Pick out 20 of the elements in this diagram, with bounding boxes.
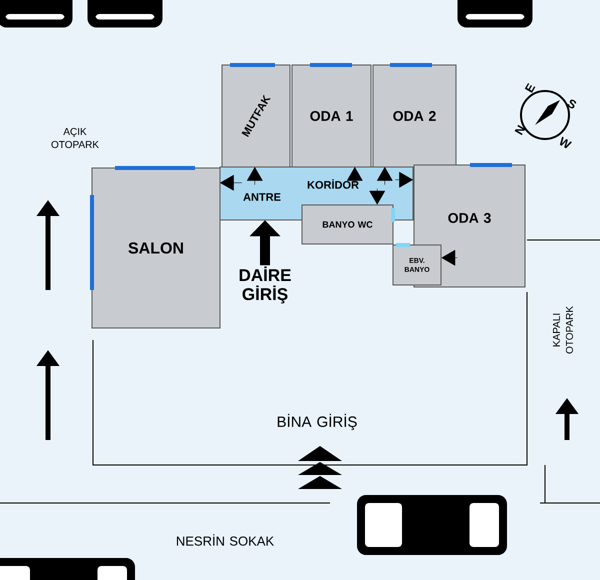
arrow: [394, 172, 413, 188]
place-label: AÇIK OTOPARK: [52, 128, 99, 148]
compass-letter: N: [514, 124, 526, 136]
arrow: [220, 174, 242, 191]
compass-letter: E: [524, 83, 536, 93]
arrow: [246, 167, 263, 186]
room-box: SALON: [92, 168, 220, 328]
entrance-label: DAİRE GİRİŞ: [240, 266, 291, 304]
place-label: NESRİN SOKAK: [176, 534, 274, 546]
compass-letter: W: [560, 136, 572, 148]
arrow: [376, 167, 393, 186]
arrow: [369, 188, 386, 205]
arrow: [346, 167, 363, 186]
room-box: ODA 1: [292, 64, 372, 168]
place-label: BİNA GİRİŞ: [278, 414, 357, 430]
arrow: [441, 250, 458, 266]
room-box: BANYO WC: [302, 204, 394, 244]
place-label: KAPALI OTOPARK: [553, 306, 573, 354]
room-box: ODA 2: [372, 64, 456, 168]
compass-letter: S: [568, 100, 576, 108]
